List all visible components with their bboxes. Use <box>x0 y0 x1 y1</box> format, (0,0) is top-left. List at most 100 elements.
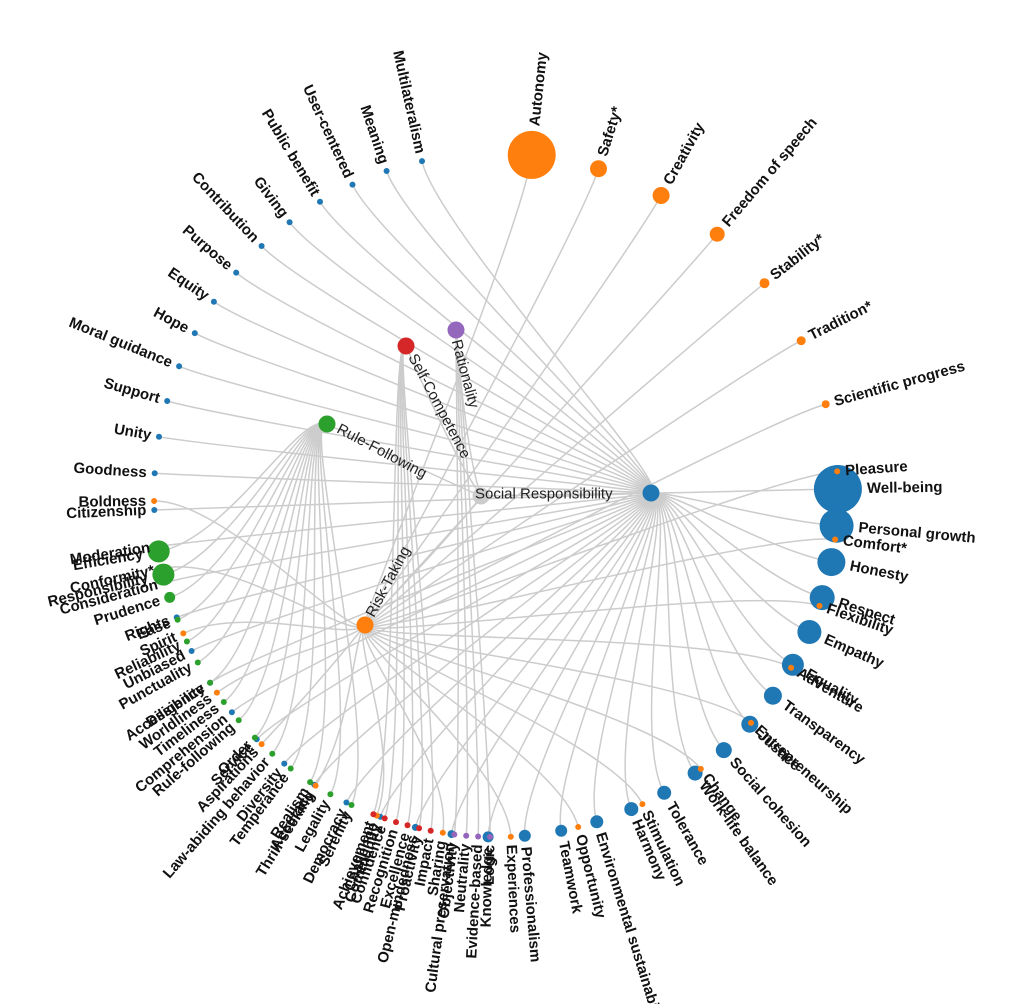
leaf-node-achievement <box>370 811 377 818</box>
leaf-link <box>650 492 725 751</box>
leaf-node-neutrality <box>463 832 470 839</box>
leaf-node-aspirations <box>258 741 265 748</box>
cluster-node-social-responsibility <box>642 484 660 502</box>
leaf-node-evidence-based <box>475 833 482 840</box>
leaf-label-honesty: Honesty <box>848 557 910 585</box>
leaf-node-safety <box>590 160 607 178</box>
cluster-link-rule-following <box>326 423 482 497</box>
leaf-node-teamwork <box>555 824 568 837</box>
leaf-node-scientific-progress <box>821 400 830 409</box>
leaf-node-environmental-sustainability <box>590 815 604 829</box>
leaf-link <box>176 492 654 619</box>
leaf-link <box>231 492 654 713</box>
leaf-link <box>650 492 774 697</box>
leaf-link <box>154 500 366 628</box>
leaf-node-meaning <box>383 168 390 174</box>
leaf-link <box>191 492 654 652</box>
leaf-node-experiences <box>507 833 514 840</box>
leaf-node-confidence <box>381 815 388 822</box>
leaf-label-giving: Giving <box>250 174 292 221</box>
leaf-node-public-benefit <box>317 198 323 205</box>
leaf-node-proactivity <box>416 825 423 832</box>
leaf-link <box>169 422 328 599</box>
leaf-node-purpose <box>233 269 240 276</box>
leaf-node-adventure <box>788 664 795 671</box>
leaf-node-equity <box>210 298 217 305</box>
leaf-node-sharing <box>439 829 446 836</box>
leaf-link <box>363 624 512 837</box>
leaf-node-autonomy <box>507 130 556 179</box>
leaf-link <box>402 344 434 831</box>
leaf-node-harmony <box>624 802 639 817</box>
leaf-label-meaning: Meaning <box>356 103 392 166</box>
leaf-link <box>650 488 838 494</box>
cluster-label-rationality: Rationality <box>448 338 483 411</box>
leaf-node-empathy <box>797 620 822 644</box>
leaf-link <box>364 599 820 629</box>
leaf-link <box>178 365 654 494</box>
leaf-node-rule-following <box>235 717 242 724</box>
leaf-link <box>256 492 654 740</box>
leaf-node-efficiency <box>147 540 170 563</box>
leaf-label-knowledge: Knowledge <box>478 847 497 927</box>
leaf-node-democracy <box>343 799 350 806</box>
leaf-link <box>650 492 794 666</box>
leaf-link <box>158 422 328 553</box>
leaf-node-diversity <box>281 760 288 767</box>
leaf-link <box>364 403 826 627</box>
leaf-node-creativity <box>652 187 670 204</box>
leaf-link <box>309 423 328 783</box>
leaf-node-pleasure <box>834 468 841 475</box>
leaf-label-neutrality: Neutrality <box>451 842 474 913</box>
leaf-node-realism <box>307 779 314 786</box>
leaf-link <box>283 492 654 765</box>
leaf-label-autonomy: Autonomy <box>526 51 551 127</box>
leaf-node-user-centered <box>349 181 356 188</box>
leaf-node-comprehension <box>228 709 235 716</box>
leaf-link <box>364 470 838 627</box>
leaf-link <box>379 492 654 818</box>
root-node <box>472 487 490 505</box>
leaf-link <box>650 492 665 794</box>
leaf-link <box>163 422 328 576</box>
leaf-node-unity <box>156 433 162 440</box>
cluster-node-rule-following <box>318 415 336 433</box>
leaf-label-stability: Stability* <box>767 230 828 283</box>
leaf-link <box>650 492 823 599</box>
cluster-node-risk-taking <box>356 616 374 634</box>
leaf-label-goodness: Goodness <box>73 460 147 482</box>
leaf-node-unbiased <box>188 648 195 654</box>
leaf-label-boldness: Boldness <box>78 493 146 511</box>
leaf-link <box>363 168 600 626</box>
leaf-node-tolerance <box>657 785 672 800</box>
leaf-link <box>650 492 810 633</box>
leaf-link <box>363 154 533 626</box>
leaf-link <box>313 492 654 786</box>
leaf-node-timeliness <box>220 699 227 705</box>
leaf-link <box>166 400 653 494</box>
leaf-link <box>450 492 655 835</box>
leaf-node-punctuality <box>194 659 201 666</box>
leaf-link <box>364 195 662 626</box>
leaf-node-stimulation <box>639 801 646 808</box>
links-layer <box>154 154 838 837</box>
leaf-label-freedom-of-speech: Freedom of speech <box>719 114 821 230</box>
leaf-node-boldness <box>151 498 158 504</box>
leaf-node-multilateralism <box>419 158 425 165</box>
leaf-node-temperance <box>287 765 294 772</box>
leaf-node-opportunity <box>575 824 582 830</box>
leaf-label-support: Support <box>102 375 162 407</box>
leaf-node-goodness <box>151 470 158 477</box>
leaf-link <box>216 624 366 694</box>
leaf-node-comfort <box>832 536 839 543</box>
leaf-link <box>351 184 654 494</box>
leaf-label-citizenship: Citizenship <box>66 502 147 522</box>
cluster-node-self-competence <box>397 337 415 355</box>
leaf-link <box>364 624 702 770</box>
leaf-node-freedom-of-speech <box>709 226 725 242</box>
leaf-link <box>362 624 385 816</box>
leaf-link <box>364 282 766 627</box>
leaf-link <box>650 492 696 774</box>
leaf-node-equality <box>781 653 804 676</box>
